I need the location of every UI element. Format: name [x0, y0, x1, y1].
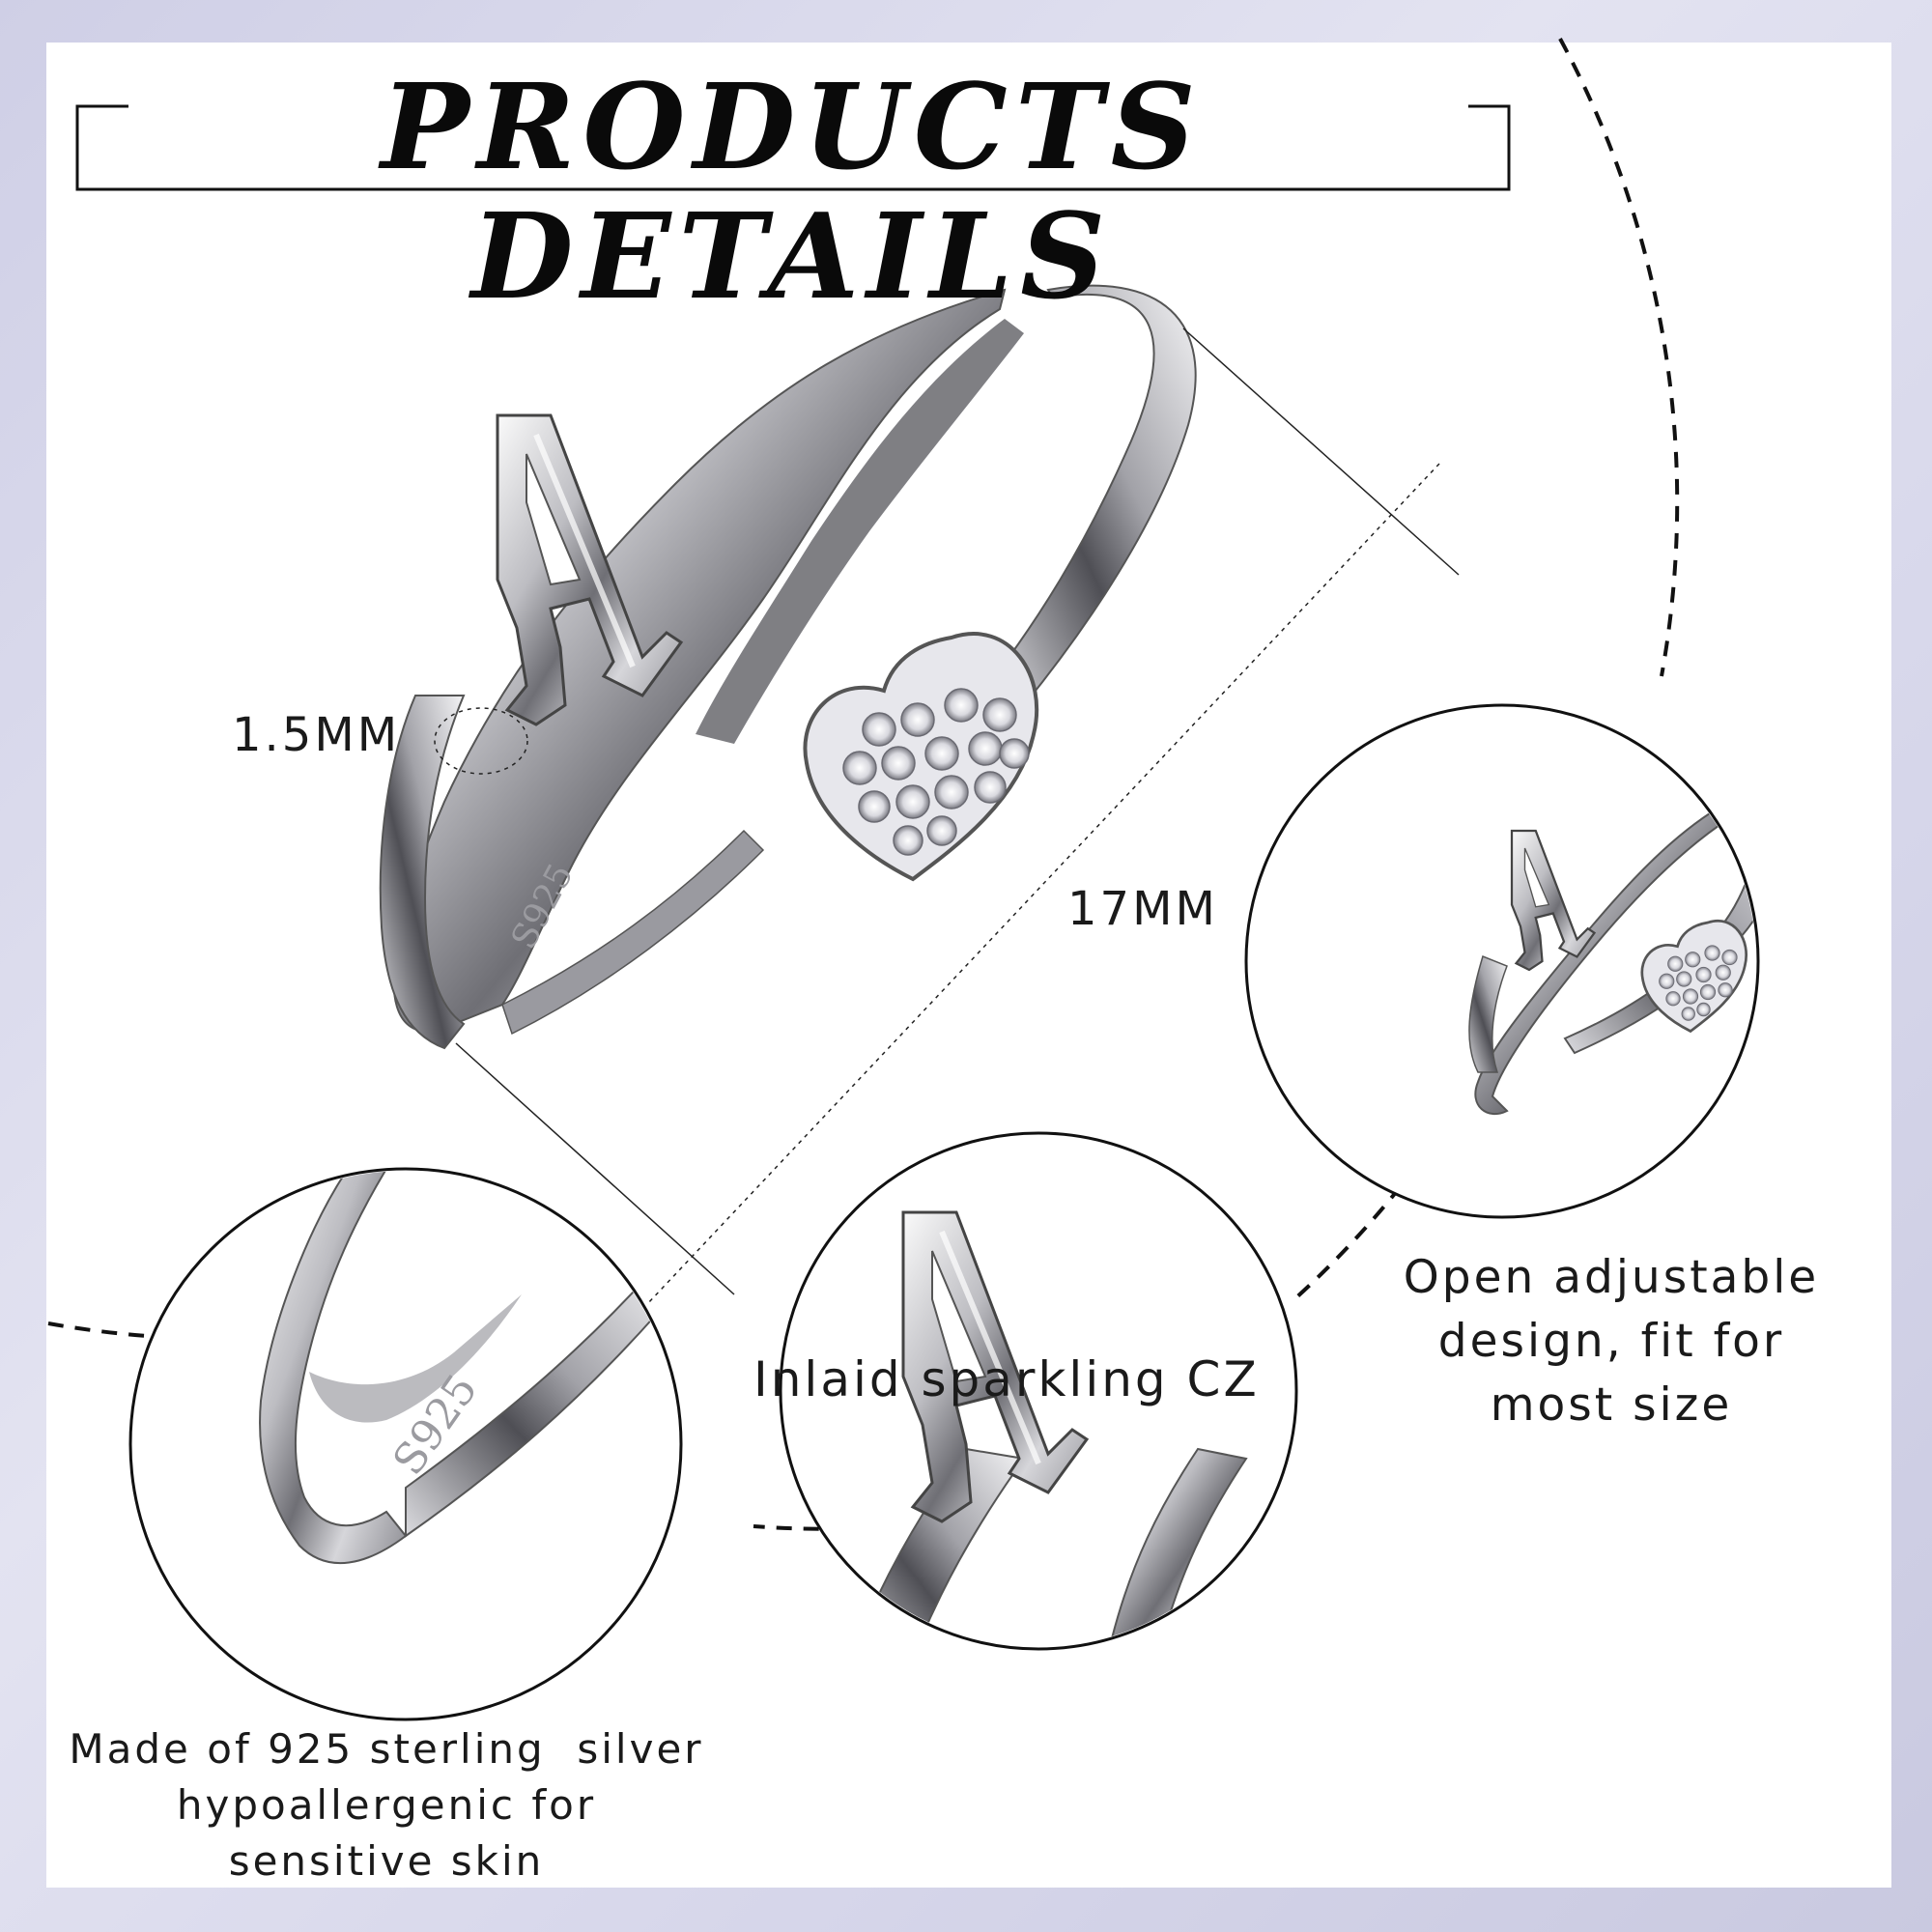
material-detail-ring: S925 — [259, 1171, 668, 1565]
band-width-label: 1.5MM — [232, 708, 401, 762]
page-title: PRODUCTS DETAILS — [381, 57, 1204, 326]
cz-caption: Inlaid sparkling CZ — [753, 1351, 1260, 1407]
adjustable-caption-line: design, fit for — [1437, 1315, 1785, 1368]
material-caption: Made of 925 sterling silver hypoallergen… — [39, 1721, 734, 1889]
adjustable-caption: Open adjustable design, fit for most siz… — [1360, 1246, 1862, 1437]
adjustable-detail-circle — [1244, 703, 1760, 1219]
title-frame — [75, 104, 1511, 191]
adjustable-caption-line: most size — [1490, 1378, 1733, 1432]
decorative-dashed-arc — [47, 38, 1680, 1531]
main-ring-illustration: S925 — [379, 284, 1197, 1050]
material-caption-line: hypoallergenic for — [176, 1781, 597, 1829]
heart-charm — [803, 632, 1039, 882]
letter-a-charm — [496, 413, 684, 726]
diameter-label: 17MM — [1067, 882, 1218, 936]
dimension-lines — [434, 327, 1460, 1305]
adjustable-detail-ring — [1468, 790, 1756, 1116]
material-caption-line: sensitive skin — [228, 1837, 545, 1885]
adjustable-caption-line: Open adjustable — [1403, 1251, 1820, 1304]
material-caption-line: Made of 925 sterling silver — [69, 1725, 704, 1773]
material-detail-circle — [128, 1167, 683, 1721]
title-banner: PRODUCTS DETAILS — [75, 60, 1509, 321]
